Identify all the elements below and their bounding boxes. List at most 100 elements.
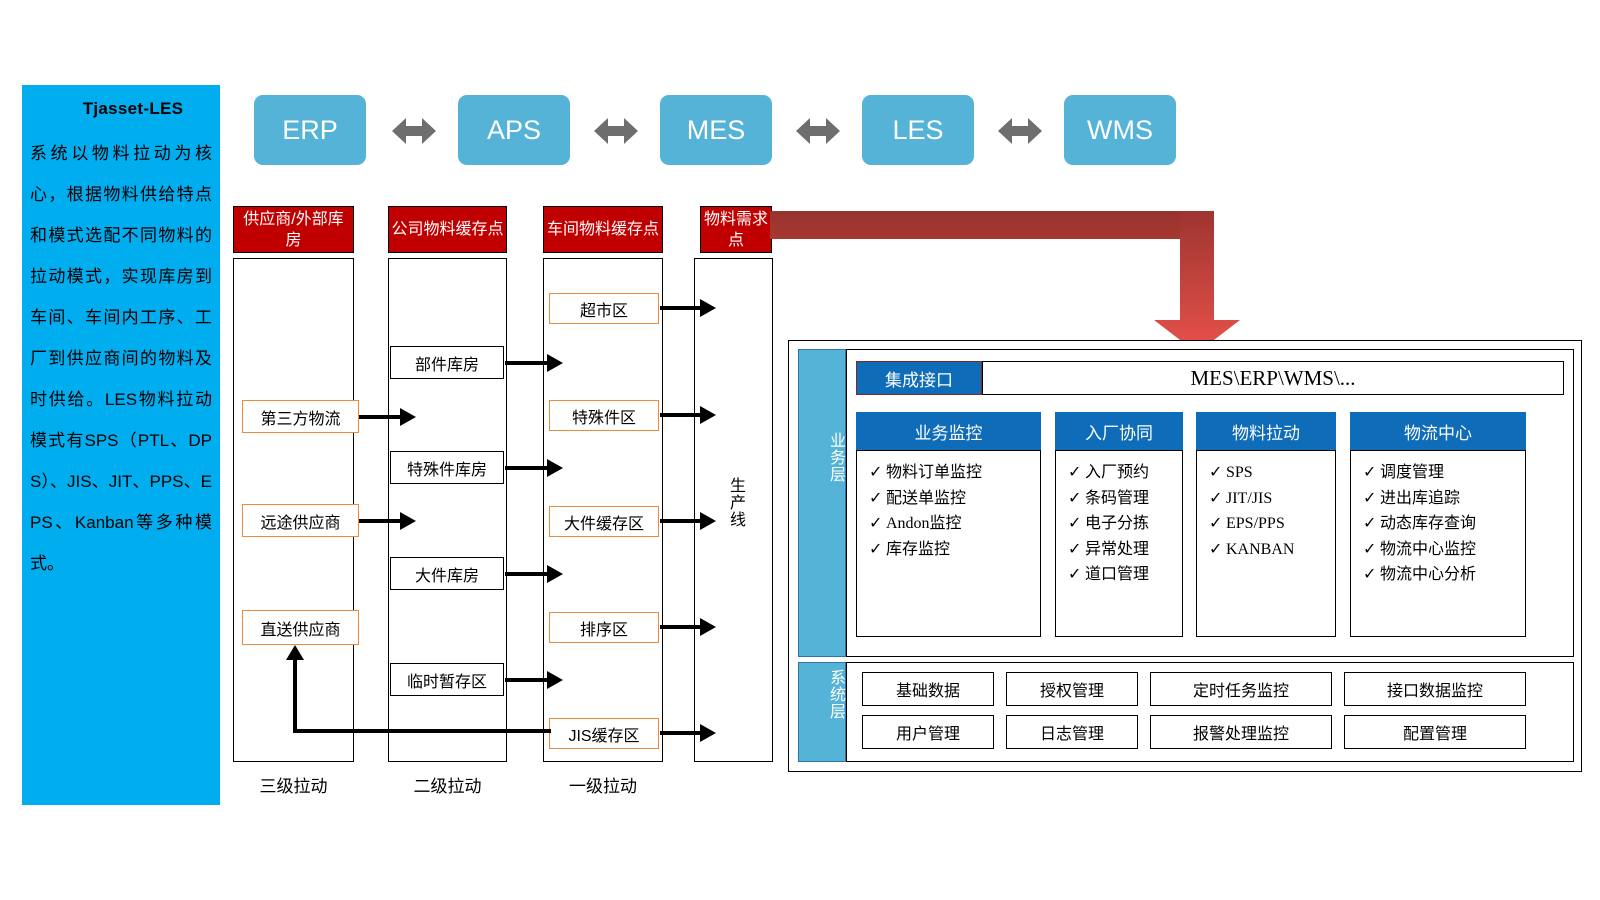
- system-box-erp[interactable]: ERP: [254, 95, 366, 165]
- system-box-aps[interactable]: APS: [458, 95, 570, 165]
- list-item[interactable]: ✓库存监控: [869, 537, 1034, 563]
- list-item[interactable]: ✓物流中心监控: [1363, 537, 1519, 563]
- double-arrow-icon: [594, 115, 638, 147]
- arrow-head-icon: [547, 354, 563, 372]
- system-cell-user-management[interactable]: 用户管理: [862, 715, 994, 749]
- system-box-label: MES: [686, 114, 746, 145]
- list-item[interactable]: ✓Andon监控: [869, 511, 1034, 537]
- system-box-mes[interactable]: MES: [660, 95, 772, 165]
- list-item-label: 物料订单监控: [886, 464, 983, 481]
- check-icon: ✓: [1209, 489, 1223, 507]
- list-item-label: 入厂预约: [1085, 464, 1150, 481]
- list-item-label: 动态库存查询: [1380, 515, 1477, 532]
- production-line-label: 生产线: [727, 477, 744, 528]
- column-header-workshop-buffer: 车间物料缓存点: [543, 206, 663, 253]
- list-item[interactable]: ✓道口管理: [1068, 562, 1176, 588]
- list-item[interactable]: ✓进出库追踪: [1363, 486, 1519, 512]
- list-item[interactable]: ✓物料订单监控: [869, 460, 1034, 486]
- node-large-parts-warehouse[interactable]: 大件库房: [390, 557, 504, 590]
- arrow-head-icon: [400, 512, 416, 530]
- list-item-label: 配送单监控: [886, 489, 967, 507]
- module-header-logistics-center[interactable]: 物流中心: [1350, 412, 1526, 450]
- integration-interface-value: MES\ERP\WMS\...: [1190, 365, 1356, 390]
- arrow-head-icon: [400, 408, 416, 426]
- module-header-material-pull[interactable]: 物料拉动: [1196, 412, 1336, 450]
- node-temporary-storage[interactable]: 临时暂存区: [390, 663, 504, 696]
- connector-line: [505, 466, 550, 470]
- check-icon: ✓: [1363, 515, 1377, 532]
- list-item-label: 条码管理: [1085, 489, 1150, 507]
- list-item[interactable]: ✓入厂预约: [1068, 460, 1176, 486]
- column-header-company-buffer: 公司物料缓存点: [388, 206, 507, 253]
- system-box-wms[interactable]: WMS: [1064, 95, 1176, 165]
- check-icon: ✓: [869, 515, 883, 532]
- node-jis-buffer[interactable]: JIS缓存区: [549, 718, 659, 749]
- column-caption-level1: 一级拉动: [569, 777, 637, 796]
- module-body-inbound-collaboration: ✓入厂预约 ✓条码管理 ✓电子分拣 ✓异常处理 ✓道口管理: [1055, 450, 1183, 637]
- check-icon: ✓: [869, 464, 883, 481]
- list-item[interactable]: ✓JIT/JIS: [1209, 486, 1329, 512]
- check-icon: ✓: [1209, 515, 1223, 532]
- system-box-label: LES: [892, 114, 944, 145]
- node-third-party-logistics[interactable]: 第三方物流: [242, 400, 359, 433]
- list-item[interactable]: ✓SPS: [1209, 460, 1329, 486]
- integration-interface-value-box: MES\ERP\WMS\...: [982, 361, 1564, 395]
- list-item[interactable]: ✓动态库存查询: [1363, 511, 1519, 537]
- list-item[interactable]: ✓条码管理: [1068, 486, 1176, 512]
- list-item-label: 物流中心分析: [1380, 566, 1477, 583]
- list-item-label: 进出库追踪: [1380, 489, 1461, 507]
- module-body-material-pull: ✓SPS ✓JIT/JIS ✓EPS/PPS ✓KANBAN: [1196, 450, 1336, 637]
- check-icon: ✓: [1068, 540, 1082, 558]
- system-layer-band: 系统层: [798, 662, 846, 762]
- column-header-supplier: 供应商/外部库房: [233, 206, 354, 253]
- double-arrow-icon: [796, 115, 840, 147]
- system-cell-interface-data[interactable]: 接口数据监控: [1344, 672, 1526, 706]
- node-parts-warehouse[interactable]: 部件库房: [390, 346, 504, 379]
- system-box-les[interactable]: LES: [862, 95, 974, 165]
- list-item[interactable]: ✓调度管理: [1363, 460, 1519, 486]
- list-item-label: EPS/PPS: [1226, 515, 1285, 532]
- system-cell-authorization[interactable]: 授权管理: [1006, 672, 1138, 706]
- list-item-label: 调度管理: [1380, 464, 1445, 481]
- list-item[interactable]: ✓EPS/PPS: [1209, 511, 1329, 537]
- module-body-business-monitor: ✓物料订单监控 ✓配送单监控 ✓Andon监控 ✓库存监控: [856, 450, 1041, 637]
- arrow-head-icon: [700, 299, 716, 317]
- check-icon: ✓: [1209, 540, 1223, 558]
- check-icon: ✓: [1363, 489, 1377, 507]
- module-header-business-monitor[interactable]: 业务监控: [856, 412, 1041, 450]
- node-remote-supplier[interactable]: 远途供应商: [242, 504, 359, 537]
- connector-line: [660, 519, 700, 523]
- arrow-head-icon: [700, 618, 716, 636]
- system-layer-label: 系统层: [827, 669, 844, 720]
- connector-line: [359, 415, 404, 419]
- node-direct-supplier[interactable]: 直送供应商: [242, 610, 359, 645]
- list-item-label: SPS: [1226, 464, 1253, 481]
- list-item[interactable]: ✓配送单监控: [869, 486, 1034, 512]
- module-header-inbound-collaboration[interactable]: 入厂协同: [1055, 412, 1183, 450]
- business-layer-band: 业务层: [798, 349, 846, 657]
- node-special-parts-warehouse[interactable]: 特殊件库房: [390, 451, 504, 484]
- node-sequencing-area[interactable]: 排序区: [549, 612, 659, 643]
- list-item[interactable]: ✓电子分拣: [1068, 511, 1176, 537]
- system-cell-scheduled-task[interactable]: 定时任务监控: [1150, 672, 1332, 706]
- column-caption-level2: 二级拉动: [413, 777, 482, 796]
- list-item[interactable]: ✓KANBAN: [1209, 537, 1329, 563]
- system-cell-config-management[interactable]: 配置管理: [1344, 715, 1526, 749]
- system-cell-basic-data[interactable]: 基础数据: [862, 672, 994, 706]
- connector-line: [660, 731, 700, 735]
- intro-title: Tjasset-LES: [82, 99, 184, 118]
- module-body-logistics-center: ✓调度管理 ✓进出库追踪 ✓动态库存查询 ✓物流中心监控 ✓物流中心分析: [1350, 450, 1526, 637]
- arrow-head-icon: [286, 645, 304, 660]
- node-large-parts-buffer[interactable]: 大件缓存区: [549, 506, 659, 537]
- check-icon: ✓: [1363, 566, 1377, 583]
- list-item[interactable]: ✓异常处理: [1068, 537, 1176, 563]
- arrow-head-icon: [700, 724, 716, 742]
- system-cell-log-management[interactable]: 日志管理: [1006, 715, 1138, 749]
- node-special-parts-area[interactable]: 特殊件区: [549, 400, 659, 431]
- double-arrow-icon: [392, 115, 436, 147]
- connector-line: [505, 361, 550, 365]
- node-supermarket-area[interactable]: 超市区: [549, 293, 659, 324]
- business-layer-label: 业务层: [827, 432, 844, 483]
- list-item[interactable]: ✓物流中心分析: [1363, 562, 1519, 588]
- system-cell-alarm-handling[interactable]: 报警处理监控: [1150, 715, 1332, 749]
